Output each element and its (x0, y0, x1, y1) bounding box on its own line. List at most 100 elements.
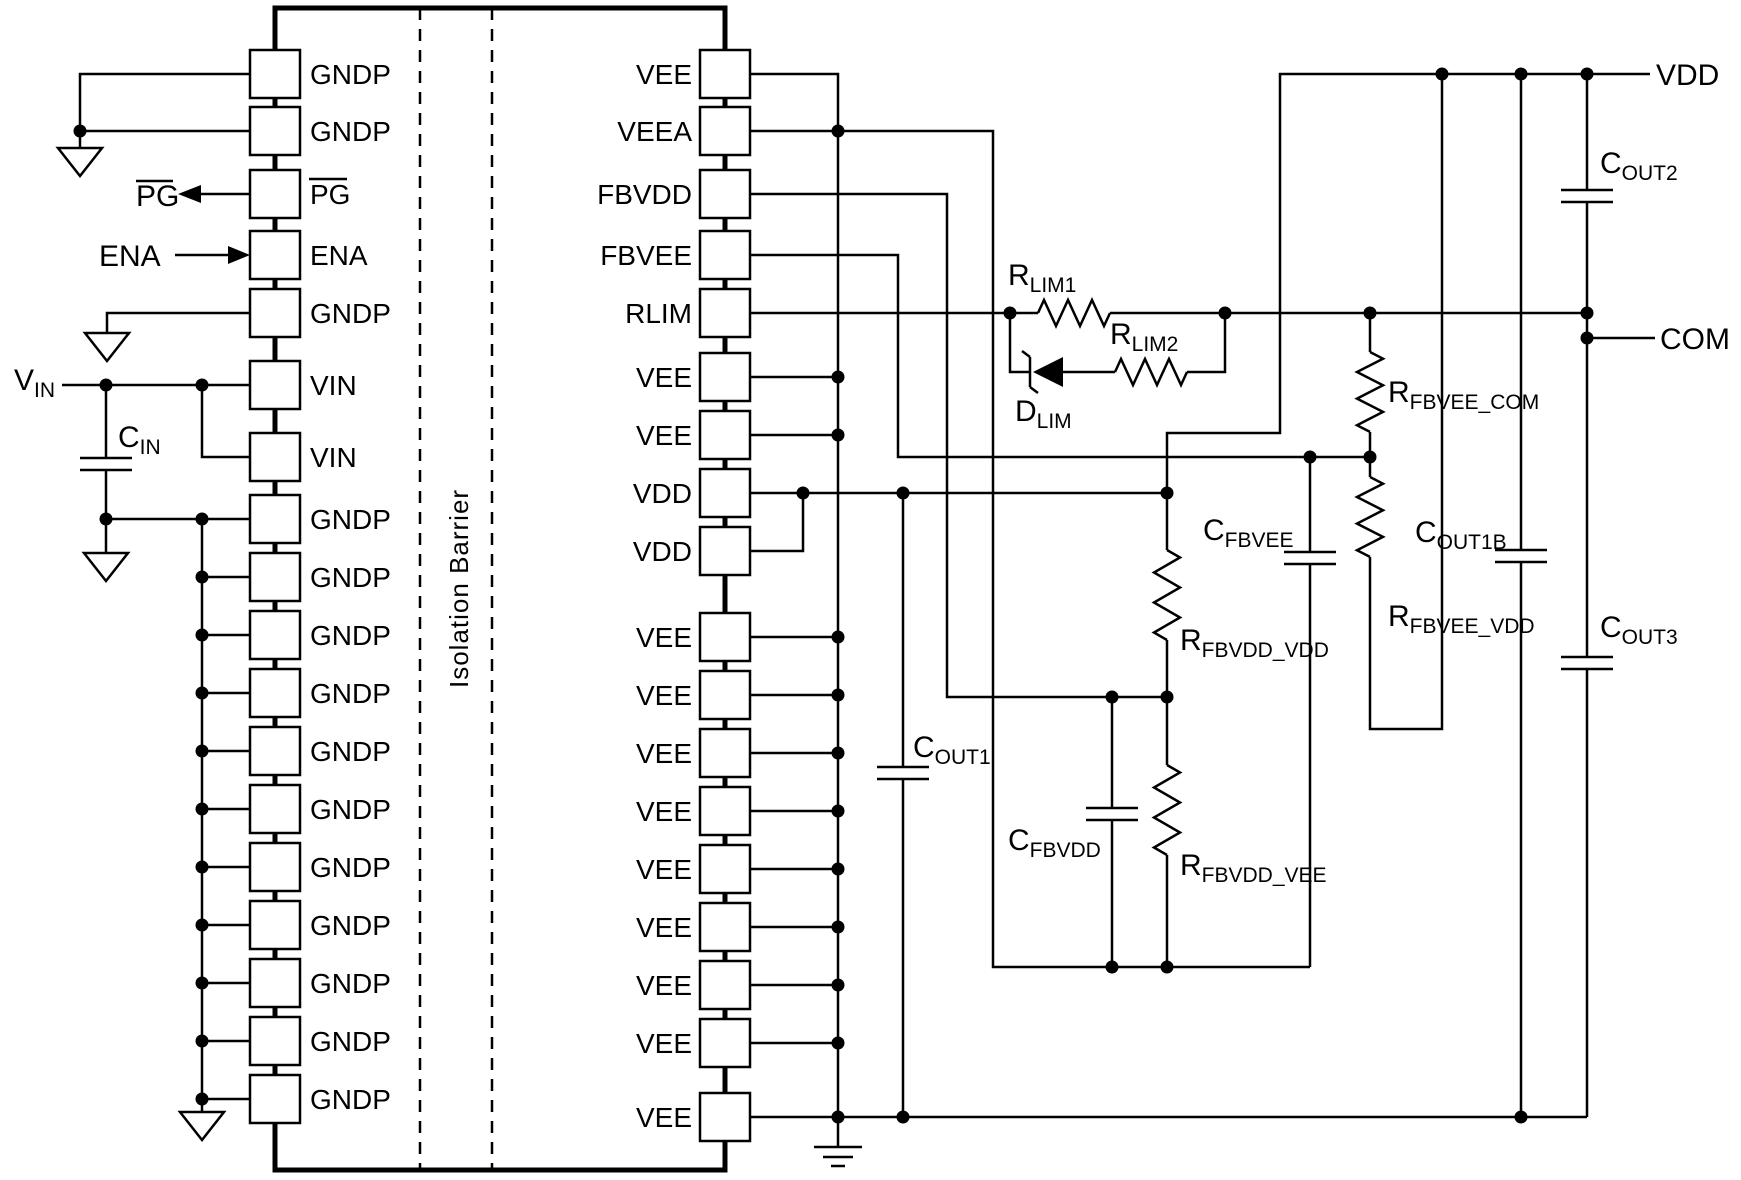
label-cout1: COUT1 (913, 731, 991, 769)
pin-left-1-gndp (248, 105, 302, 157)
pin-right-14-vee (698, 901, 752, 953)
junction-dot (195, 918, 209, 932)
junction-dot (195, 512, 209, 526)
label-vdd: VDD (1656, 59, 1719, 92)
cout1-plates (877, 765, 929, 781)
resistor-rfbvdd-vee (1151, 763, 1183, 857)
net-vdd (750, 72, 1650, 553)
pin-label-right-12: VEE (636, 796, 692, 827)
junction-dot (195, 976, 209, 990)
label-rfbvee-vdd: RFBVEE_VDD (1388, 600, 1535, 638)
junction-dot (1160, 690, 1174, 704)
pin-left-17-gndp (248, 1073, 302, 1125)
junction-dots (73, 67, 1594, 1124)
junction-dot (1218, 306, 1232, 320)
junction-dot (831, 920, 845, 934)
pin-label-left-5: VIN (310, 370, 357, 401)
pin-label-right-8: VDD (633, 536, 692, 567)
label-rfbvdd-vee: RFBVDD_VEE (1180, 849, 1327, 887)
pin-right-3-fbvee (698, 229, 752, 281)
pin-label-left-0: GNDP (310, 59, 391, 90)
resistor-rfbvee-vdd (1354, 475, 1386, 559)
junction-dot (195, 744, 209, 758)
label-rlim1: RLIM1 (1008, 259, 1076, 297)
pin-right-10-vee (698, 669, 752, 721)
net-veea (750, 129, 1310, 969)
cin-plates (80, 456, 132, 472)
pin-left-16-gndp (248, 1015, 302, 1067)
junction-dot (831, 1036, 845, 1050)
net-vin (62, 383, 250, 553)
pin-label-right-5: VEE (636, 362, 692, 393)
pin-label-left-8: GNDP (310, 562, 391, 593)
resistor-rfbvee-com (1354, 350, 1386, 434)
junction-dot (896, 1110, 910, 1124)
net-fbvee (750, 253, 1370, 459)
pin-label-left-14: GNDP (310, 910, 391, 941)
label-ena-external: ENA (99, 240, 161, 273)
pin-label-left-2: PG (310, 179, 350, 210)
junction-dot (831, 630, 845, 644)
pin-left-14-gndp (248, 899, 302, 951)
pin-label-left-3: ENA (310, 240, 368, 271)
pin-label-right-11: VEE (636, 738, 692, 769)
pin-label-right-3: FBVEE (600, 240, 692, 271)
junction-dot (831, 746, 845, 760)
junction-dot (195, 860, 209, 874)
cout2-plates (1561, 188, 1613, 204)
pin-label-right-7: VDD (633, 478, 692, 509)
label-rfbvdd-vdd: RFBVDD_VDD (1180, 624, 1329, 662)
label-rfbvee-com: RFBVEE_COM (1388, 376, 1539, 414)
label-cfbvdd: CFBVDD (1008, 824, 1101, 862)
pin-left-13-gndp (248, 841, 302, 893)
pin-label-right-6: VEE (636, 420, 692, 451)
pin-right-6-vee (698, 409, 752, 461)
pin-label-right-1: VEEA (617, 116, 692, 147)
junction-dot (831, 1110, 845, 1124)
junction-dot (1363, 450, 1377, 464)
junction-dot (1105, 960, 1119, 974)
pin-label-left-15: GNDP (310, 968, 391, 999)
pin-label-right-2: FBVDD (597, 179, 692, 210)
resistor-rlim1 (1036, 297, 1112, 329)
pin-left-3-ena (248, 229, 302, 281)
resistor-rfbvdd-vdd (1151, 548, 1183, 642)
label-cout2: COUT2 (1600, 147, 1678, 185)
pin-label-left-1: GNDP (310, 116, 391, 147)
pin-label-right-17: VEE (636, 1102, 692, 1133)
pin-right-4-rlim (698, 287, 752, 339)
junction-dot (195, 686, 209, 700)
pin-label-left-4: GNDP (310, 298, 391, 329)
junction-dot (1514, 67, 1528, 81)
junction-dot (896, 486, 910, 500)
junction-dot (831, 124, 845, 138)
ground-symbol-mid (82, 331, 132, 364)
junction-dot (195, 570, 209, 584)
junction-dot (1514, 1110, 1528, 1124)
pin-label-left-16: GNDP (310, 1026, 391, 1057)
pin-left-6-vin (248, 431, 302, 483)
pin-right-11-vee (698, 727, 752, 779)
ground-symbol-cin (81, 551, 131, 584)
junction-dot (831, 804, 845, 818)
primary-wires (55, 72, 250, 1143)
pin-right-0-vee (698, 48, 752, 100)
junction-dot (831, 370, 845, 384)
pin-label-left-11: GNDP (310, 736, 391, 767)
pin-left-4-gndp (248, 287, 302, 339)
pin-left-9-gndp (248, 609, 302, 661)
junction-dot (1160, 486, 1174, 500)
ena-arrow-icon (228, 246, 250, 264)
junction-dot (195, 1092, 209, 1106)
junction-dot (195, 628, 209, 642)
junction-dot (99, 512, 113, 526)
junction-dot (99, 378, 113, 392)
ground-symbol-bottom-left (177, 1110, 227, 1143)
net-gndp-bus (200, 519, 250, 1112)
label-dlim: DLIM (1015, 395, 1072, 433)
junction-dot (1160, 960, 1174, 974)
label-rlim2: RLIM2 (1110, 318, 1178, 356)
pin-label-right-10: VEE (636, 680, 692, 711)
